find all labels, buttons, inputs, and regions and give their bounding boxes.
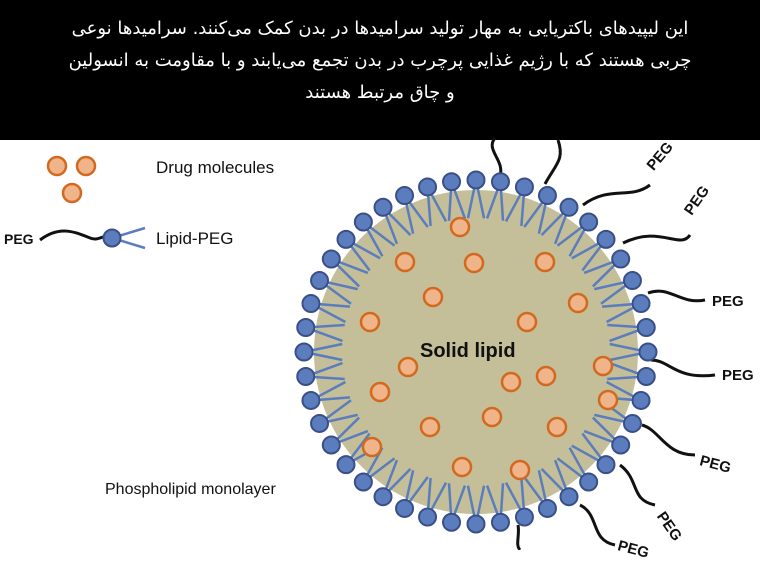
phospholipid-head: [611, 249, 631, 269]
caption-line-3: و چاق مرتبط هستند: [305, 82, 455, 103]
drug-molecule: [516, 311, 538, 333]
drug-molecule: [394, 251, 416, 273]
phospholipid-head: [310, 413, 330, 433]
phospholipid-head: [490, 512, 510, 532]
phospholipid-head: [373, 197, 393, 217]
phospholipid-head: [490, 172, 510, 192]
phospholipid-head: [301, 294, 321, 314]
peg-tail-6: [641, 423, 696, 457]
peg-tail-1: [543, 139, 562, 185]
phospholipid-head: [622, 271, 642, 291]
phospholipid-head: [537, 186, 557, 206]
peg-label: PEG: [712, 293, 744, 310]
drug-molecule: [534, 251, 556, 273]
phospholipid-head: [622, 413, 642, 433]
peg-tail-4: [647, 289, 706, 303]
drug-molecule: [546, 416, 568, 438]
phospholipid-head: [418, 507, 438, 527]
legend-drug-icon: [61, 182, 83, 204]
drug-molecule: [361, 436, 383, 458]
drug-molecule: [481, 406, 503, 428]
phospholipid-head: [310, 271, 330, 291]
legend-lipid-peg-label: Lipid-PEG: [156, 229, 234, 248]
caption-line-2: چربی هستند که با رژیم غذایی پرچرب در بدن…: [68, 50, 692, 71]
phospholipid-head: [395, 498, 415, 518]
phospholipid-head: [514, 177, 534, 197]
caption-line-1: این لیپیدهای باکتریایی به مهار تولید سرا…: [71, 18, 689, 39]
phospholipid-head: [638, 342, 658, 362]
phospholipid-head: [395, 186, 415, 206]
drug-molecule: [509, 459, 531, 481]
drug-molecule: [567, 292, 589, 314]
phospholipid-head: [336, 455, 356, 475]
phospholipid-head: [296, 318, 316, 338]
drug-molecule: [359, 311, 381, 333]
phospholipid-head: [636, 366, 656, 386]
phospholipid-head: [596, 455, 616, 475]
phospholipid-head: [466, 170, 486, 190]
peg-tail-7: [619, 463, 656, 507]
legend-peg-tail: [39, 229, 113, 242]
drug-molecule: [449, 216, 471, 238]
phospholipid-head: [321, 249, 341, 269]
phospholipid-head: [559, 197, 579, 217]
drug-molecule: [597, 389, 619, 411]
legend-drug-icon: [75, 155, 97, 177]
drug-molecule: [500, 371, 522, 393]
phospholipid-head: [636, 318, 656, 338]
phospholipid-head: [301, 390, 321, 410]
phospholipid-head: [611, 435, 631, 455]
nanoparticle-diagram: [39, 137, 716, 550]
peg-label: PEG: [722, 367, 754, 384]
legend-peg-label: PEG: [4, 231, 34, 247]
phospholipid-head: [631, 390, 651, 410]
phospholipid-head: [559, 487, 579, 507]
peg-tail-3: [622, 233, 692, 245]
drug-molecule: [535, 365, 557, 387]
legend-lipid-head-icon: [102, 228, 122, 248]
drug-molecule: [397, 356, 419, 378]
phospholipid-head: [442, 512, 462, 532]
phospholipid-head: [353, 472, 373, 492]
phospholipid-head: [466, 514, 486, 534]
phospholipid-head: [321, 435, 341, 455]
phospholipid-head: [353, 212, 373, 232]
phospholipid-head: [336, 229, 356, 249]
drug-molecule: [451, 456, 473, 478]
phospholipid-head: [296, 366, 316, 386]
legend-drug-label: Drug molecules: [156, 158, 275, 177]
drug-molecule: [592, 355, 614, 377]
phospholipid-head: [537, 498, 557, 518]
phospholipid-head: [373, 487, 393, 507]
phospholipid-head: [579, 212, 599, 232]
drug-molecule: [369, 381, 391, 403]
drug-molecule: [422, 286, 444, 308]
phospholipid-head: [442, 172, 462, 192]
drug-molecule: [419, 416, 441, 438]
drug-molecule: [463, 252, 485, 274]
phospholipid-head: [514, 507, 534, 527]
peg-tail-5: [650, 358, 716, 378]
phospholipid-head: [418, 177, 438, 197]
phospholipid-head: [579, 472, 599, 492]
peg-tail-8: [579, 503, 616, 547]
core-label: Solid lipid: [420, 340, 516, 362]
caption-banner: این لیپیدهای باکتریایی به مهار تولید سرا…: [0, 0, 760, 140]
peg-tail-2: [582, 183, 651, 207]
peg-tail-9: [516, 524, 522, 550]
phospholipid-head: [294, 342, 314, 362]
monolayer-label: Phospholipid monolayer: [105, 481, 276, 498]
peg-tail-0: [490, 137, 503, 177]
phospholipid-head: [596, 229, 616, 249]
phospholipid-head: [631, 294, 651, 314]
legend-drug-icon: [46, 155, 68, 177]
